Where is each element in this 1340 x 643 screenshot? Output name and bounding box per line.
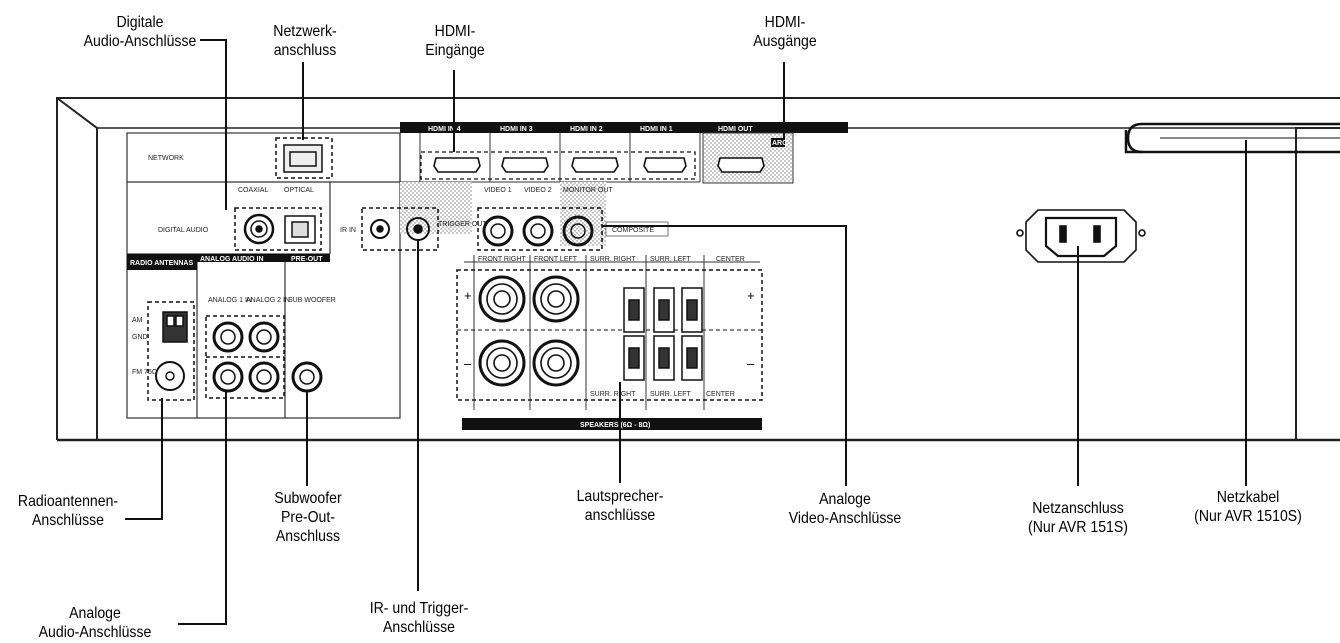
- hdmi-ports: [433, 157, 765, 173]
- callout-power-cable: Netzkabel(Nur AVR 1510S): [1194, 489, 1302, 525]
- video-1-label: VIDEO 1: [484, 187, 512, 194]
- chassis: [56, 97, 1340, 442]
- digital-audio-label: DIGITAL AUDIO: [158, 227, 209, 234]
- pre-out-label: PRE-OUT: [291, 256, 323, 263]
- hdmi-in-4-port: [433, 157, 481, 173]
- analog-1-in-label: ANALOG 1 IN: [208, 297, 252, 304]
- callout-ir-trigger: IR- und Trigger-Anschlüsse: [369, 600, 469, 636]
- surr-right-label: SURR. RIGHT: [590, 256, 636, 263]
- callout-hdmi-inputs: HDMI-Eingänge: [425, 23, 485, 59]
- front-right-label: FRONT RIGHT: [478, 256, 526, 263]
- minus-right-label: –: [747, 356, 755, 371]
- ir-in-label: IR IN: [340, 227, 356, 234]
- gnd-label: GND: [132, 334, 148, 341]
- network-label: NETWORK: [148, 155, 184, 162]
- digital-audio-jacks: [234, 207, 322, 251]
- analog-audio-jacks: [205, 315, 323, 399]
- hdmi-out-port: [717, 157, 765, 173]
- fm-label: FM 75Ω: [132, 369, 157, 376]
- ir-trigger-jacks: [361, 207, 439, 251]
- io-panel: [126, 132, 401, 419]
- callout-hdmi-outputs: HDMI-Ausgänge: [753, 14, 817, 50]
- hdmi-in-1-label: HDMI IN 1: [640, 126, 673, 133]
- arc-label: ARC: [772, 140, 787, 147]
- hdmi-out-label: HDMI OUT: [718, 126, 753, 133]
- plus-right-label: +: [747, 288, 755, 303]
- trigger-out-label: TRIGGER OUT: [438, 221, 487, 228]
- callout-network: Netzwerk-anschluss: [273, 23, 337, 59]
- hdmi-in-1-port: [643, 157, 687, 173]
- speaker-clip-terminals: [623, 287, 703, 381]
- front-left-label: FRONT LEFT: [534, 256, 578, 263]
- surr-right-bottom-label: SURR. RIGHT: [590, 391, 636, 398]
- minus-left-label: –: [464, 356, 472, 371]
- center-bottom-label: CENTER: [706, 391, 735, 398]
- hdmi-in-4-label: HDMI IN 4: [428, 126, 461, 133]
- am-label: AM: [132, 317, 143, 324]
- composite-label: COMPOSITE: [612, 227, 654, 234]
- coaxial-label: COAXIAL: [238, 187, 268, 194]
- surr-left-bottom-label: SURR. LEFT: [650, 391, 692, 398]
- optical-label: OPTICAL: [284, 187, 314, 194]
- surr-left-label: SURR. LEFT: [650, 256, 692, 263]
- center-label: CENTER: [716, 256, 745, 263]
- analog-2-in-label: ANALOG 2 IN: [246, 297, 290, 304]
- leader-lines: [125, 39, 1247, 625]
- power-inlet: [1016, 209, 1146, 263]
- analog-audio-in-label: ANALOG AUDIO IN: [200, 256, 264, 263]
- speakers-label: SPEAKERS (6Ω - 8Ω): [580, 422, 650, 429]
- hdmi-dashed-box: [420, 151, 696, 180]
- callout-speakers: Lautsprecher-anschlüsse: [576, 488, 664, 524]
- sub-woofer-label: SUB WOOFER: [288, 297, 336, 304]
- hdmi-in-2-label: HDMI IN 2: [570, 126, 603, 133]
- network-jack: [275, 137, 333, 179]
- hdmi-in-3-port: [501, 157, 549, 173]
- video-2-label: VIDEO 2: [524, 187, 552, 194]
- power-cable: [1124, 122, 1340, 154]
- speakers-footer-bar: [462, 418, 762, 430]
- plus-left-label: +: [464, 288, 472, 303]
- monitor-out-label: MONITOR OUT: [563, 187, 613, 194]
- hdmi-header-bar: [400, 122, 848, 133]
- radio-antennas-label: RADIO ANTENNAS: [130, 260, 193, 267]
- radio-antenna-terminals: [147, 301, 195, 401]
- callout-radio-antennas: Radioantennen-Anschlüsse: [17, 493, 119, 529]
- speaker-dashed-box: [456, 269, 763, 401]
- speaker-binding-posts: [478, 275, 580, 387]
- hdmi-in-2-port: [571, 157, 619, 173]
- speaker-area: [464, 255, 760, 410]
- callout-power-inlet: Netzanschluss(Nur AVR 151S): [1028, 500, 1128, 536]
- arc-badge: [771, 138, 785, 147]
- hdmi-in-3-label: HDMI IN 3: [500, 126, 533, 133]
